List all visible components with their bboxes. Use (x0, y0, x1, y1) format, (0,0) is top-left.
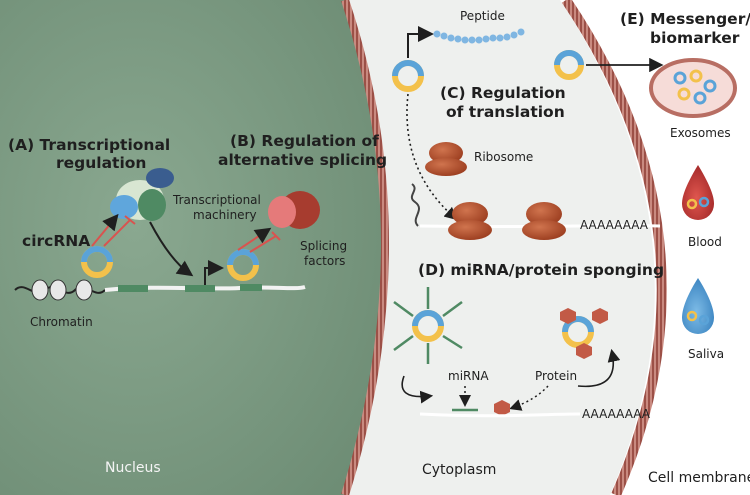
activation-arrow-a (91, 213, 119, 247)
protein-sponge-icon (560, 308, 608, 359)
label-b-line1: (B) Regulation of (230, 132, 379, 150)
nucleus-region (0, 0, 385, 495)
tss-arrow (204, 260, 224, 285)
blood-drop-icon (682, 165, 714, 220)
label-saliva: Saliva (688, 347, 724, 361)
label-d-title: (D) miRNA/protein sponging (418, 261, 664, 279)
label-chromatin: Chromatin (30, 315, 93, 329)
label-splicing-factors-2: factors (304, 254, 345, 268)
activation-arrow-b (237, 227, 272, 251)
inhibition-line-b (249, 235, 277, 253)
transcriptional-machinery-icon (110, 168, 174, 221)
inhibition-line-a (103, 219, 131, 247)
inhibition-bar-a (124, 215, 136, 225)
circrna-icon-a (81, 246, 113, 278)
label-blood: Blood (688, 235, 722, 249)
chromatin-icon (14, 279, 106, 301)
dotted-arrow-translation (406, 93, 458, 221)
label-cytoplasm: Cytoplasm (422, 462, 496, 478)
translation-start-arrow (407, 26, 434, 58)
circrna-icon-c (392, 60, 424, 92)
label-e-line2: biomarker (650, 29, 740, 47)
cell-membrane (561, 0, 667, 495)
mrna-sponging (419, 412, 581, 418)
label-a-line1: (A) Transcriptional (8, 136, 170, 154)
protein-curved-arrow (577, 348, 621, 388)
label-e-line1: (E) Messenger/ (620, 10, 750, 28)
label-c-line2: of translation (446, 103, 565, 121)
ribosome-on-mrna-1 (448, 202, 492, 240)
ribosome-on-mrna-2 (522, 202, 566, 240)
label-polya-translation: AAAAAAAA (580, 218, 649, 232)
label-peptide: Peptide (460, 9, 505, 23)
exon-1 (118, 285, 148, 292)
label-transcriptional-machinery-1: Transcriptional (172, 193, 261, 207)
label-exosomes: Exosomes (670, 126, 731, 140)
circrna-icon-e (554, 50, 584, 80)
mirna-sponge-icon (393, 287, 463, 364)
nascent-peptide-icon (410, 183, 420, 227)
label-cell-membrane: Cell membrane (648, 470, 750, 486)
label-circrna: circRNA (22, 232, 90, 250)
nuclear-envelope (341, 0, 389, 495)
label-ribosome: Ribosome (474, 150, 533, 164)
protein-bound-icon (494, 400, 510, 416)
label-transcriptional-machinery-2: machinery (193, 208, 257, 222)
exosome-icon (649, 58, 737, 118)
label-b-line2: alternative splicing (218, 151, 387, 169)
label-mirna: miRNA (448, 369, 489, 383)
label-polya-sponging: AAAAAAAA (582, 407, 651, 421)
exon-2 (185, 285, 215, 292)
label-a-line2: regulation (56, 154, 146, 172)
circrna-icon-b (227, 249, 259, 281)
mirna-curved-arrow (401, 375, 434, 404)
peptide-chain-icon (433, 28, 525, 44)
curved-arrow-transcription (149, 221, 194, 277)
exon-3 (240, 284, 262, 291)
label-c-line1: (C) Regulation (440, 84, 566, 102)
label-nucleus: Nucleus (105, 460, 161, 476)
label-protein: Protein (535, 369, 577, 383)
ribosome-icon (425, 142, 467, 176)
saliva-drop-icon (682, 278, 714, 334)
inhibition-bar-b (271, 231, 281, 241)
label-splicing-factors-1: Splicing (300, 239, 347, 253)
splicing-factors-icon (268, 191, 320, 229)
